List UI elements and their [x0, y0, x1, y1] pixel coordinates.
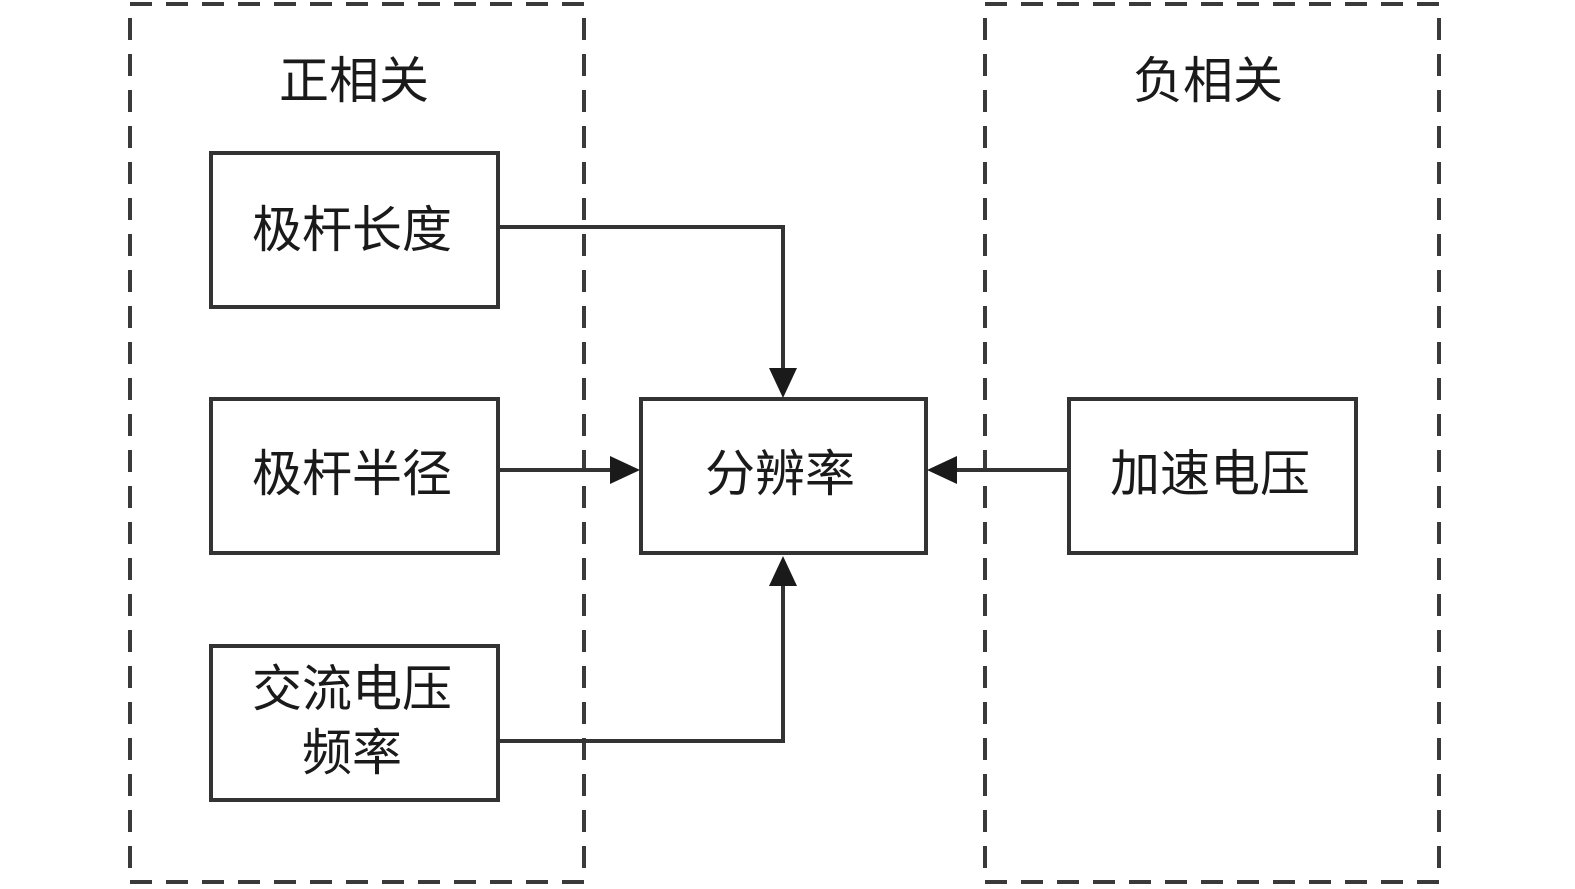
node-accel-voltage-label: 加速电压 [1110, 445, 1310, 503]
node-rod-length: 极杆长度 [209, 151, 500, 309]
positive-group-label: 正相关 [279, 52, 429, 110]
node-ac-frequency-line1: 交流电压 [252, 660, 452, 718]
arrowhead-up [769, 556, 797, 586]
positive-group-box [128, 2, 586, 884]
node-resolution: 分辨率 [639, 397, 928, 555]
arrowhead-down [769, 368, 797, 398]
edge-rod-length-to-resolution [498, 225, 785, 370]
node-accel-voltage: 加速电压 [1067, 397, 1358, 555]
node-rod-length-label: 极杆长度 [252, 201, 452, 259]
node-rod-radius: 极杆半径 [209, 397, 500, 555]
arrowhead-left [927, 456, 957, 484]
node-resolution-label: 分辨率 [705, 445, 855, 503]
node-ac-frequency: 交流电压 频率 [209, 644, 500, 802]
node-ac-frequency-line2: 频率 [302, 724, 402, 782]
negative-group-box [983, 2, 1441, 884]
edge-ac-frequency-to-resolution [498, 584, 785, 743]
node-rod-radius-label: 极杆半径 [252, 445, 452, 503]
arrowhead-right [610, 456, 640, 484]
negative-group-label: 负相关 [1133, 52, 1283, 110]
